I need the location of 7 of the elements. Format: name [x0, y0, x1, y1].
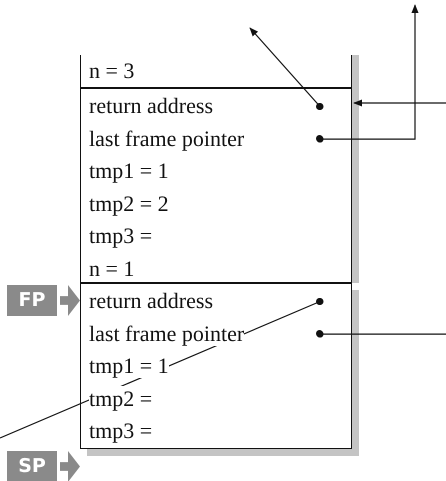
pointer-tag: SP	[7, 451, 80, 481]
pointer-arrow	[353, 99, 446, 107]
stack-slot: n = 3	[89, 55, 134, 87]
pointer-tag: FP	[7, 285, 80, 316]
pointer-arrow	[249, 27, 324, 110]
slot-text: tmp2 =	[89, 386, 152, 411]
pointer-arrow	[316, 4, 419, 143]
